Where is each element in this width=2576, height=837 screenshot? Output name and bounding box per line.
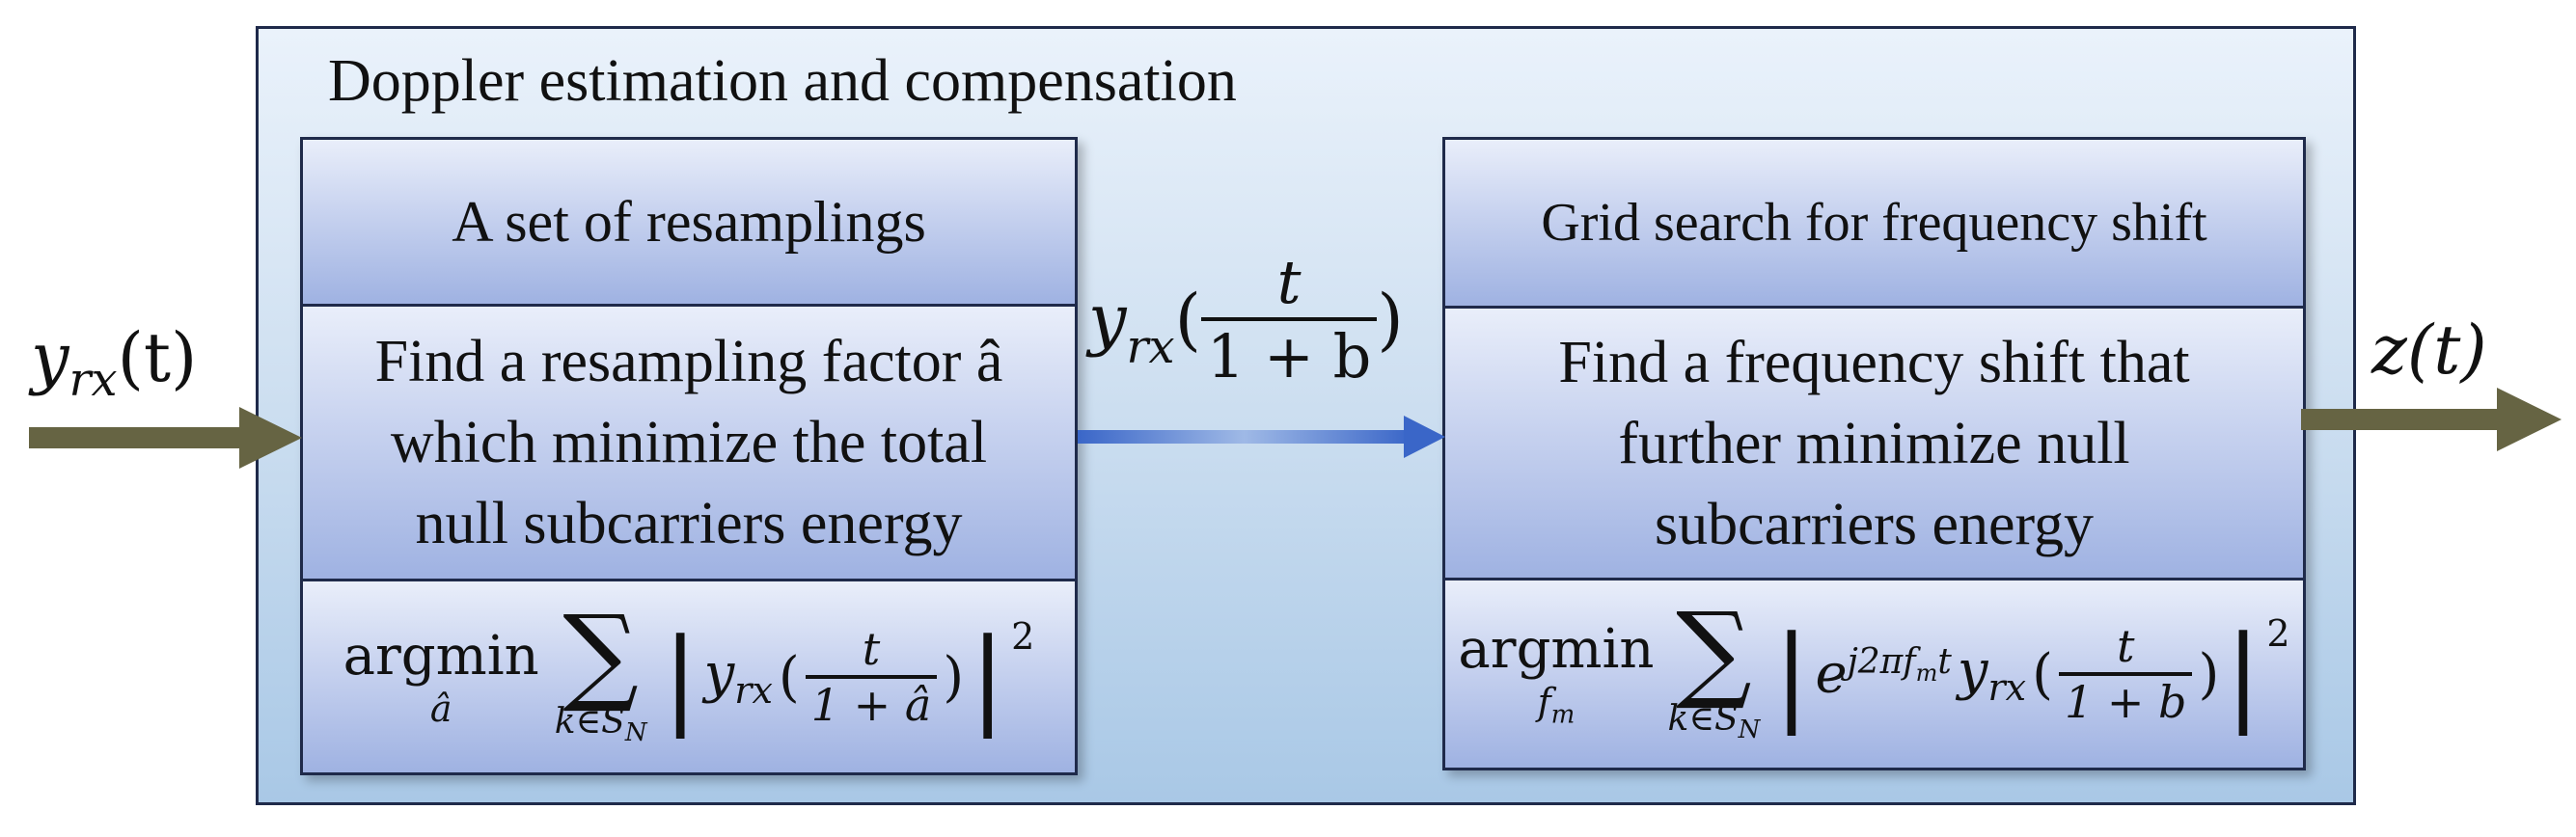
resampling-line-3: null subcarriers energy bbox=[415, 491, 963, 556]
resampling-header: A set of resamplings bbox=[303, 140, 1075, 304]
resampling-line-1: Find a resampling factor â bbox=[374, 329, 1003, 394]
signal-sub: rx bbox=[734, 669, 773, 713]
frequency-line-3: subcarriers energy bbox=[1654, 491, 2095, 557]
frequency-formula: argmin fm ∑ k∈SN | ej2πfmt yrx ( t 1 + b… bbox=[1445, 578, 2303, 768]
argmin-subscript: â bbox=[429, 687, 452, 730]
argmin-subscript-r: f bbox=[1537, 681, 1551, 724]
input-signal-label: yrx(t) bbox=[31, 318, 198, 407]
abs-bar-right: | bbox=[970, 615, 1006, 739]
sum-subscript: k∈S bbox=[554, 702, 625, 742]
output-signal-label: z(t) bbox=[2371, 310, 2487, 390]
resampling-description: Find a resampling factor â which minimiz… bbox=[303, 304, 1075, 579]
doppler-fraction-r: t 1 + b bbox=[2058, 620, 2193, 728]
frequency-line-2: further minimize null bbox=[1618, 410, 2130, 476]
argmin-operator: argmin bbox=[343, 624, 539, 688]
abs-bar-right-r: | bbox=[2225, 612, 2261, 736]
square-exponent: 2 bbox=[1011, 615, 1035, 659]
summation-symbol: ∑ bbox=[562, 592, 639, 716]
resample-fraction: t 1 + â bbox=[805, 623, 938, 731]
middle-fraction: t 1 + b bbox=[1200, 247, 1378, 392]
frequency-block: Grid search for frequency shift Find a f… bbox=[1442, 137, 2306, 770]
abs-bar-left: | bbox=[662, 615, 699, 739]
frequency-header: Grid search for frequency shift bbox=[1445, 140, 2303, 306]
sum-subscript-index: N bbox=[624, 718, 647, 748]
container-title: Doppler estimation and compensation bbox=[328, 48, 1237, 114]
square-exponent-r: 2 bbox=[2266, 612, 2290, 656]
abs-bar-left-r: | bbox=[1773, 612, 1810, 736]
frequency-description: Find a frequency shift that further mini… bbox=[1445, 306, 2303, 578]
summation-symbol-r: ∑ bbox=[1676, 589, 1752, 714]
resampling-formula: argmin â ∑ k∈SN | yrx ( t 1 + â ) | 2 bbox=[303, 579, 1075, 772]
argmin-operator-r: argmin bbox=[1458, 618, 1655, 682]
sum-subscript-r: k∈S bbox=[1667, 699, 1739, 740]
frequency-line-1: Find a frequency shift that bbox=[1558, 329, 2190, 395]
resampling-line-2: which minimize the total bbox=[390, 410, 988, 475]
signal-base: y bbox=[703, 641, 735, 705]
exponential-term: ej2πfmt bbox=[1815, 642, 1952, 706]
resampling-block: A set of resamplings Find a resampling f… bbox=[300, 137, 1078, 775]
signal-base-r: y bbox=[1957, 638, 1988, 702]
